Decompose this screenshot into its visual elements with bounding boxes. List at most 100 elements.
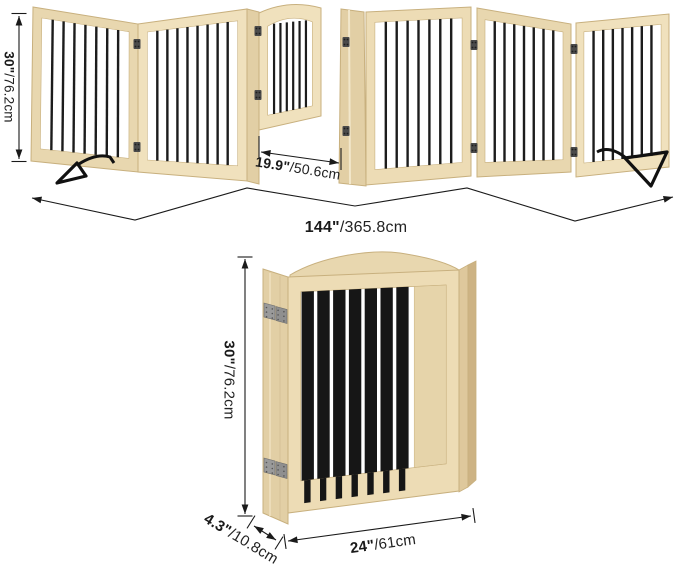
total-width-metric: /365.8cm (339, 219, 408, 236)
gate-height-metric: /76.2cm (1, 73, 17, 123)
hinge-pin (574, 153, 577, 156)
knurl-dot (277, 318, 279, 321)
knurl-dot (283, 475, 285, 477)
hinge-icon (133, 39, 141, 49)
hinge-icon (570, 44, 578, 54)
hinge-pin (255, 27, 258, 30)
hinge-pin (574, 148, 577, 151)
folded-bar-end (398, 468, 406, 492)
hinge-pin (346, 38, 349, 41)
folded-bar (301, 291, 314, 481)
folded-bar-end (351, 474, 358, 498)
wood-grain-line (348, 9, 351, 185)
dimension-tick (246, 515, 256, 529)
knurl-dot (283, 315, 285, 318)
support-foot-right (623, 150, 669, 188)
knurl-dot (277, 464, 279, 467)
dimension-arrowhead (15, 149, 23, 159)
hinge-pin (471, 46, 474, 49)
panel-width-line (287, 515, 472, 542)
folded-bar (333, 289, 346, 477)
hinge-icon (254, 90, 262, 100)
hinge-icon (133, 142, 141, 152)
folded-bar-end (304, 479, 311, 504)
knurl-dot (271, 463, 274, 465)
knurl-dot (283, 470, 285, 473)
support-foot-right-clamp (596, 148, 627, 160)
gate-bar (50, 19, 54, 151)
dimension-arrowhead (662, 195, 673, 203)
knurl-dot (271, 312, 274, 315)
knurl-dot (265, 461, 268, 464)
hinge-pin (474, 41, 477, 44)
hinge-icon (470, 40, 478, 50)
knurl-dot (271, 308, 274, 310)
hinge-icon (342, 126, 350, 136)
hinge-pin (474, 144, 477, 147)
hinge-pin (574, 50, 577, 53)
hinge-pin (346, 43, 349, 46)
folded-bar (348, 288, 362, 476)
hinge-pin (134, 148, 137, 151)
knurl-dot (277, 314, 279, 316)
knurl-dot (271, 472, 274, 474)
panel-height-label: 30"/76.2cm (221, 340, 238, 419)
hinge-icon (470, 143, 478, 153)
folded-bar (396, 286, 409, 470)
panel-width-inches: 24" (349, 536, 376, 558)
knurl-dot (271, 317, 274, 319)
hinge-pin (134, 143, 137, 146)
folded-bar (380, 287, 393, 472)
gate-bar (72, 23, 76, 153)
panel-height-metric: /76.2cm (220, 364, 238, 420)
folded-bar-end (367, 472, 374, 496)
knurl-dot (277, 473, 279, 476)
dimension-arrowhead (329, 158, 339, 166)
dimension-arrowhead (32, 196, 42, 204)
hinge-pin (255, 32, 258, 35)
support-foot-left (55, 161, 88, 185)
knurl-dot (265, 306, 268, 309)
knurl-dot (283, 320, 285, 322)
knurl-dot (277, 469, 279, 471)
folded-bar (317, 290, 330, 479)
gate-panel-2-opening (147, 20, 238, 167)
door-width-line (260, 151, 340, 164)
hinge-pin (258, 96, 261, 99)
panel-right-depth-face (458, 264, 469, 493)
hinge-pin (255, 91, 258, 94)
folded-hinge-icon (263, 457, 276, 476)
hinge-icon (342, 37, 350, 47)
hinge-pin (571, 50, 574, 53)
dimension-arrowhead (288, 536, 298, 544)
dimension-arrowhead (261, 149, 271, 157)
gate-bar (61, 21, 65, 152)
gate-expanded-view (30, 4, 670, 188)
hinge-pin (343, 132, 346, 135)
panel-right-depth-edge (467, 260, 477, 488)
folded-bar-end (335, 476, 343, 500)
hinge-icon (254, 26, 262, 36)
gate-bar (94, 26, 98, 155)
hinge-pin (343, 43, 346, 46)
hinge-pin (255, 96, 258, 99)
hinge-pin (258, 32, 261, 35)
dimension-arrowhead (461, 513, 471, 521)
panel-folded-view (262, 251, 477, 525)
folded-bar-end (383, 470, 390, 494)
dimension-tick (472, 507, 476, 524)
gate-height-label: 30"/76.2cm (2, 51, 17, 122)
folded-hinge-icon (263, 302, 276, 321)
hinge-icon (570, 147, 578, 157)
panel-height-inches: 30" (220, 340, 238, 365)
gate-bar (83, 24, 87, 154)
hinge-pin (346, 127, 349, 130)
hinge-pin (137, 148, 140, 151)
hinge-pin (571, 148, 574, 151)
hinge-pin (474, 149, 477, 152)
dimension-annotations (11, 12, 674, 550)
hinge-pin (137, 143, 140, 146)
knurl-dot (265, 311, 268, 313)
hinge-pin (134, 40, 137, 43)
